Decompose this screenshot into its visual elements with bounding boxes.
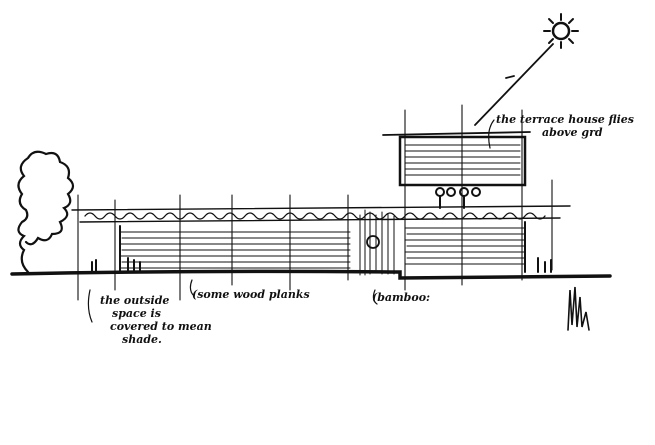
note-outside: the outside space is covered to mean sha… [100,294,212,346]
note-terrace-line2: above grd [542,126,603,139]
sun-ray-arrow [474,43,554,126]
note-planks: (some wood planks [192,288,310,301]
note-outside-line2: space is [112,307,161,320]
note-outside-line1: the outside [100,294,170,307]
people-figures [91,257,552,273]
note-bamboo: (bamboo: [372,291,431,304]
ground-line [10,269,612,280]
columns [435,187,481,209]
grid-lines [77,104,553,301]
tree-outline [17,150,75,274]
bamboo [359,209,395,276]
wall-hatching [119,227,526,269]
roof-waves [84,212,546,220]
sun-icon [543,13,579,49]
note-outside-line3: covered to mean [110,320,212,333]
note-outside-line4: shade. [122,333,162,346]
note-terrace-line1: the terrace house flies [496,113,634,126]
grass-scribble [567,286,590,331]
